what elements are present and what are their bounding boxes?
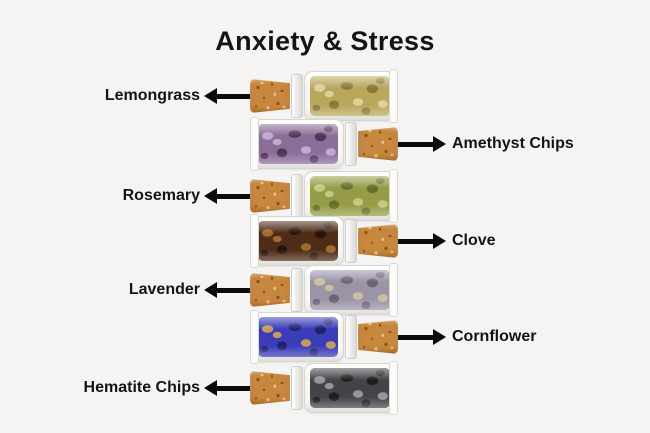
rosemary-contents [310,176,390,216]
hematite-chips-contents [310,368,390,408]
clove-bottle [250,214,398,268]
clove-contents [258,221,338,261]
cork-stopper [358,224,398,258]
lemongrass-contents [310,76,390,116]
arrowhead-icon [433,136,446,152]
bottle-lip [345,315,357,359]
rosemary-bottle [250,169,398,223]
rosemary-arrow-icon [204,188,255,204]
arrow-shaft [217,385,255,391]
bottle-lip [345,219,357,263]
arrow-shaft [217,193,255,199]
arrow-shaft [395,141,433,147]
hematite-chips-label: Hematite Chips [83,379,200,396]
lemongrass-bottle [250,69,398,123]
cornflower-bottle [250,310,398,364]
bottle-base-rim [250,310,259,364]
bottle-lip [291,366,303,410]
arrow-shaft [217,93,255,99]
arrow-shaft [395,238,433,244]
bottle-body [250,310,344,364]
bottle-body [304,69,398,123]
bottle-lip [345,122,357,166]
cork-stopper [250,179,290,213]
arrow-shaft [395,334,433,340]
clove-label: Clove [452,232,496,249]
lavender-contents [310,270,390,310]
bottle-lip [291,268,303,312]
arrowhead-icon [204,88,217,104]
bottle-body [304,361,398,415]
amethyst-chips-contents [258,124,338,164]
lemongrass-label: Lemongrass [104,87,200,104]
amethyst-chips-arrow-icon [395,136,446,152]
amethyst-chips-bottle [250,117,398,171]
page-title: Anxiety & Stress [215,26,435,56]
lavender-label: Lavender [128,281,200,298]
bottle-body [250,214,344,268]
cornflower-arrow-icon [395,329,446,345]
cork-stopper [250,79,290,113]
arrowhead-icon [433,233,446,249]
cork-stopper [250,371,290,405]
bottle-body [250,117,344,171]
bottle-base-rim [389,169,398,223]
hematite-chips-arrow-icon [204,380,255,396]
rosemary-label: Rosemary [122,187,200,204]
bottle-base-rim [389,263,398,317]
lemongrass-arrow-icon [204,88,255,104]
cork-stopper [250,273,290,307]
lavender-bottle [250,263,398,317]
bottle-lip [291,74,303,118]
bottle-lip [291,174,303,218]
cork-stopper [358,127,398,161]
bottle-body [304,169,398,223]
bottle-body [304,263,398,317]
arrowhead-icon [433,329,446,345]
arrowhead-icon [204,380,217,396]
arrowhead-icon [204,282,217,298]
bottle-base-rim [250,214,259,268]
arrowhead-icon [204,188,217,204]
bottle-base-rim [389,361,398,415]
bottle-base-rim [250,117,259,171]
clove-arrow-icon [395,233,446,249]
cornflower-label: Cornflower [452,328,537,345]
amethyst-chips-label: Amethyst Chips [452,135,574,152]
hematite-chips-bottle [250,361,398,415]
cornflower-contents [258,317,338,357]
cork-stopper [358,320,398,354]
arrow-shaft [217,287,255,293]
lavender-arrow-icon [204,282,255,298]
bottle-base-rim [389,69,398,123]
